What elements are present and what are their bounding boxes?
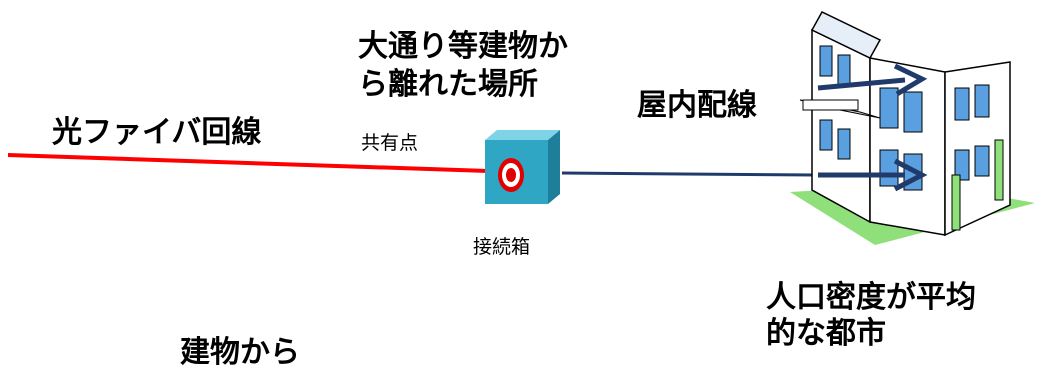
indoor-arrow-lower: [818, 158, 928, 192]
main-street-label-line2: ら離れた場所: [358, 67, 538, 102]
fiber-line-label: 光ファイバ回線: [52, 115, 262, 150]
shared-point-label: 共有点: [361, 132, 419, 154]
partial-bottom-label: 建物から: [180, 335, 300, 370]
junction-box-icon: [485, 130, 560, 204]
building-icon: [790, 11, 1035, 245]
indoor-cable-line: [561, 171, 816, 177]
main-street-label-line1: 大通り等建物か: [358, 29, 568, 64]
junction-box-label: 接続箱: [473, 236, 531, 258]
network-diagram: [7, 11, 1035, 245]
city-label-line1: 人口密度が平均: [766, 280, 976, 315]
indoor-arrow-upper: [817, 63, 928, 97]
indoor-wiring-label: 屋内配線: [637, 88, 757, 123]
city-label-line2: 的な都市: [766, 316, 886, 351]
fiber-optic-line: [7, 153, 489, 173]
